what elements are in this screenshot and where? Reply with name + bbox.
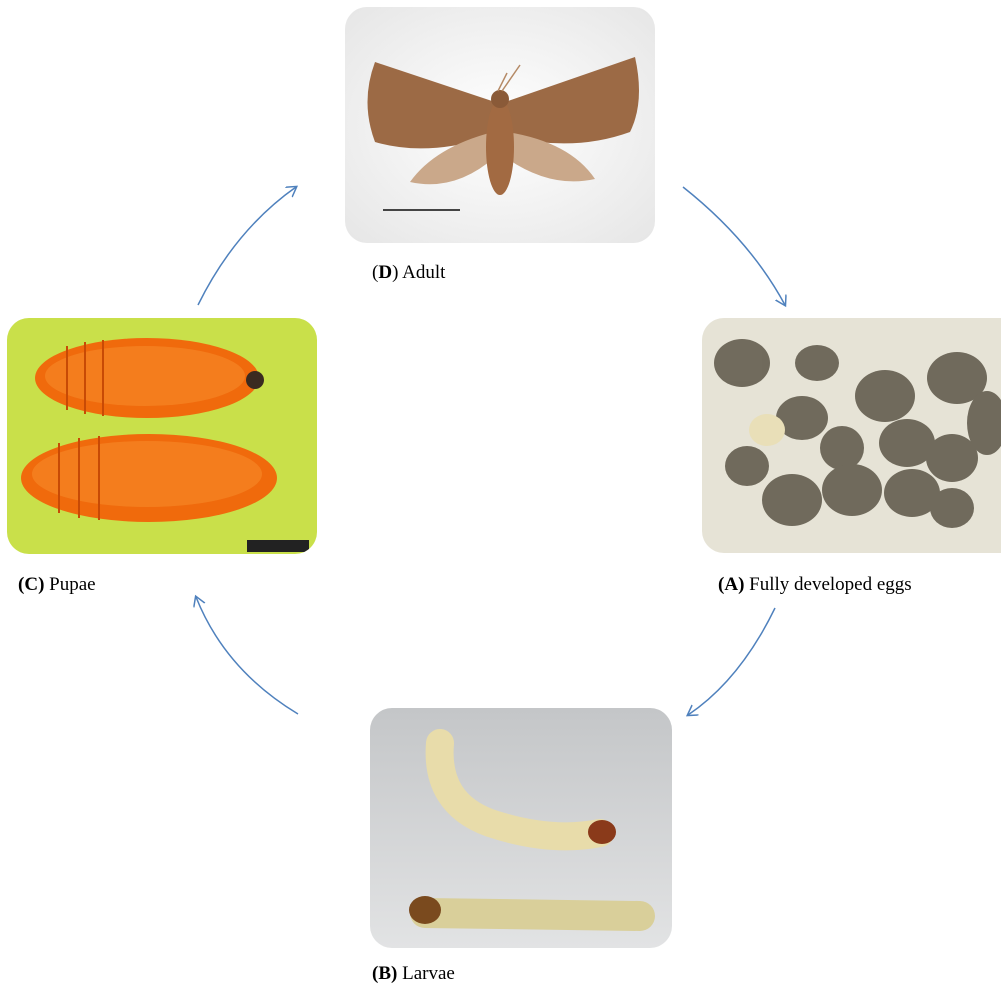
caption-adult: (D) Adult — [372, 262, 445, 284]
pupae-image — [7, 318, 317, 554]
eggs-image — [702, 318, 1001, 553]
caption-larvae: (B) Larvae — [372, 963, 455, 985]
larvae-image — [370, 708, 672, 948]
caption-pupae: (C) Pupae — [18, 574, 96, 596]
arrow-pupae-to-adult — [198, 187, 296, 305]
caption-eggs: (A) Fully developed eggs — [718, 574, 912, 596]
arrow-adult-to-eggs — [683, 187, 785, 305]
adult-moth-image — [345, 7, 655, 243]
arrow-larvae-to-pupae — [196, 597, 298, 714]
arrow-eggs-to-larvae — [688, 608, 775, 715]
